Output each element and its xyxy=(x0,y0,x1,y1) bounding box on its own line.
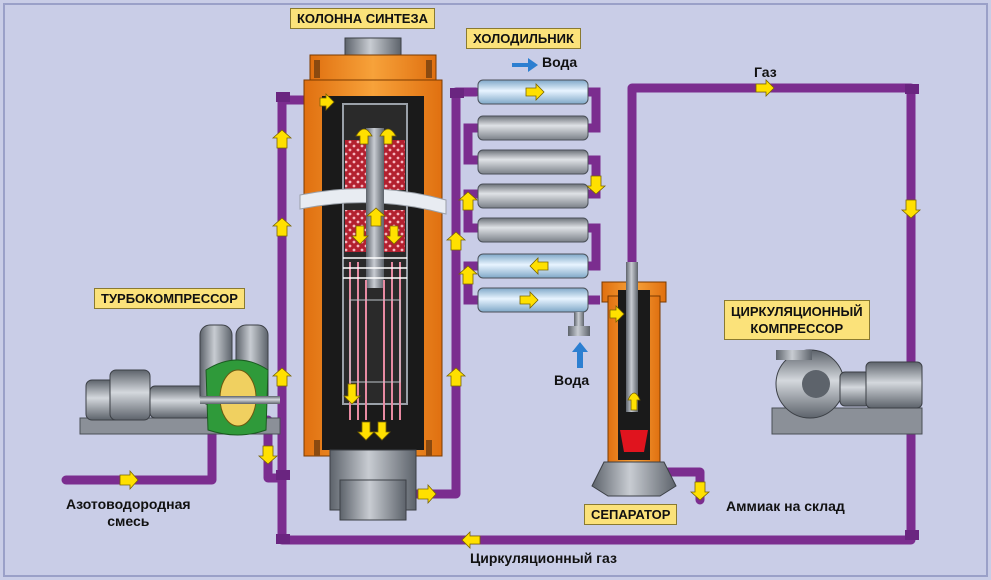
arrow-right-pipe-down xyxy=(900,199,922,219)
water-in-label: Вода xyxy=(554,372,590,388)
arrow-cooler-6 xyxy=(519,291,539,309)
arrow-separator-in xyxy=(609,305,625,323)
recycle-gas-pipe xyxy=(277,83,916,545)
water-in-arrow xyxy=(572,342,588,368)
arrow-feed xyxy=(119,469,139,491)
cooler-tube-2 xyxy=(477,115,589,141)
synthesis-column-label: КОЛОННА СИНТЕЗА xyxy=(290,8,435,29)
arrow-cooler-4 xyxy=(529,257,549,275)
arrow-column-out xyxy=(417,483,437,505)
arrow-cooler-up-1 xyxy=(445,231,467,251)
water-out-arrow xyxy=(512,58,538,72)
arrow-up-left-pipe-2 xyxy=(271,129,293,149)
arrow-cooler-2 xyxy=(585,175,607,195)
arrow-up-left-pipe-1 xyxy=(271,217,293,237)
water-out-label: Вода xyxy=(542,54,578,70)
arrow-gas xyxy=(755,79,775,97)
turbocompressor-label: ТУРБОКОМПРЕССОР xyxy=(94,288,245,309)
frame xyxy=(3,3,988,577)
cooler-tube-5 xyxy=(477,217,589,243)
arrow-ammonia xyxy=(689,481,711,501)
feed-label-line1: Азотоводородная xyxy=(66,496,191,512)
turbocompressor xyxy=(79,324,281,436)
arrow-cooler-1 xyxy=(525,83,545,101)
cooler-tube-4 xyxy=(477,183,589,209)
arrow-cooler-5 xyxy=(457,265,479,285)
feed-label-line2: смесь xyxy=(107,513,150,529)
arrow-up-left-pipe-3 xyxy=(271,367,293,387)
circulation-compressor-label: ЦИРКУЛЯЦИОННЫЙ КОМПРЕССОР xyxy=(724,300,870,340)
circulation-compressor xyxy=(771,349,923,435)
gas-label: Газ xyxy=(754,64,777,80)
circulation-compressor-label-line1: ЦИРКУЛЯЦИОННЫЙ xyxy=(731,304,863,319)
arrow-circulation xyxy=(461,531,481,549)
flow-arrows xyxy=(119,79,922,549)
circulation-gas-label: Циркуляционный газ xyxy=(470,550,617,566)
arrow-into-column xyxy=(319,93,335,111)
arrow-cooler-up-2 xyxy=(445,367,467,387)
feed-label: Азотоводородная смесь xyxy=(66,496,191,530)
ammonia-label: Аммиак на склад xyxy=(726,498,845,514)
synthesis-column xyxy=(299,37,447,521)
cooler-tube-3 xyxy=(477,149,589,175)
separator-label: СЕПАРАТОР xyxy=(584,504,678,525)
arrow-turbo-down xyxy=(257,445,279,465)
circulation-compressor-label-line2: КОМПРЕССОР xyxy=(750,321,844,336)
cooler-label: ХОЛОДИЛЬНИК xyxy=(466,28,581,49)
separator xyxy=(591,262,677,497)
cooler xyxy=(463,58,601,368)
arrow-cooler-3 xyxy=(457,191,479,211)
